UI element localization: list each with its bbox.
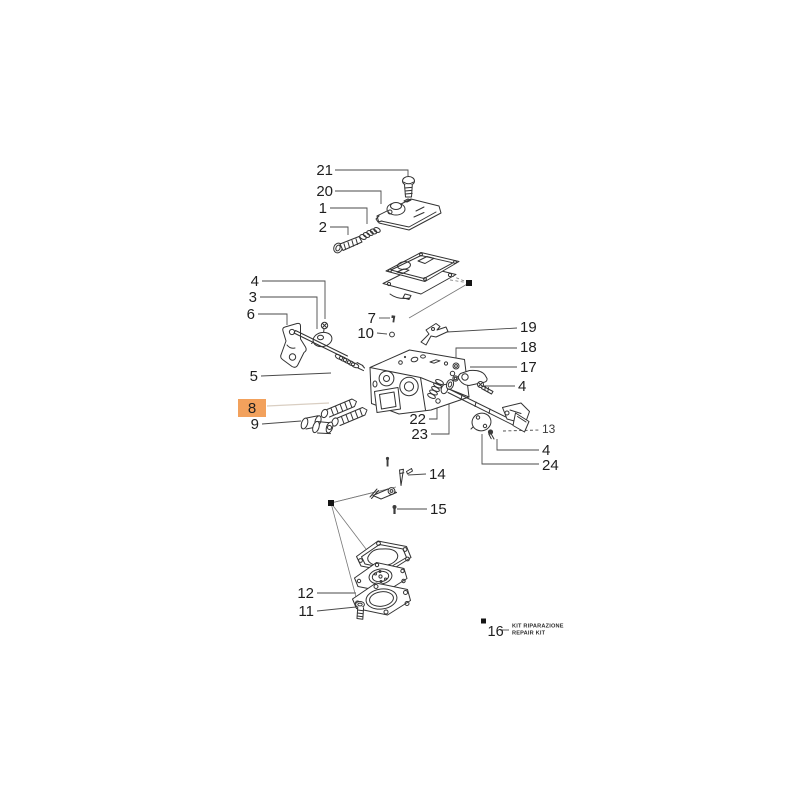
part-label-2: 2 xyxy=(319,219,327,236)
part-label-11: 11 xyxy=(298,603,314,620)
part-21-screw xyxy=(402,176,415,198)
part-label-19: 19 xyxy=(520,319,537,336)
part-12-diaphragm xyxy=(354,562,408,593)
legend-number-16: 16 xyxy=(488,624,504,640)
part-1-spring xyxy=(359,227,381,240)
part-5-rod-spring xyxy=(293,330,365,372)
part-14-needle-set xyxy=(385,456,413,486)
leader-line-3 xyxy=(260,296,318,329)
part-metering-lever xyxy=(369,487,397,500)
leader-line-21 xyxy=(335,169,409,176)
part-label-15: 15 xyxy=(430,501,447,518)
leader-line-20 xyxy=(335,190,382,204)
leader-line-23 xyxy=(431,401,450,435)
part-label-4a: 4 xyxy=(251,273,259,290)
kit-connector xyxy=(330,502,357,598)
leader-line-19 xyxy=(446,327,518,333)
part-label-14: 14 xyxy=(429,466,446,483)
part-8-screws xyxy=(320,398,368,428)
part-19-fitting xyxy=(420,323,449,346)
part-label-24: 24 xyxy=(542,457,559,474)
kit-marker-icon xyxy=(481,618,486,624)
part-2-screw-plug xyxy=(333,236,363,254)
leader-lines xyxy=(258,169,540,631)
part-11-screw xyxy=(355,601,365,620)
leader-line-6 xyxy=(258,313,288,325)
part-6-bracket-lever xyxy=(280,322,307,368)
part-4-screw-left xyxy=(320,321,329,335)
part-label-4c: 4 xyxy=(542,442,550,459)
part-label-6: 6 xyxy=(247,306,255,323)
part-label-5: 5 xyxy=(250,368,258,385)
kit-connector xyxy=(330,486,397,504)
part-label-4b: 4 xyxy=(518,378,526,395)
part-8-highlight-box[interactable] xyxy=(238,399,266,417)
part-label-1: 1 xyxy=(319,200,327,217)
leader-line-4c xyxy=(496,439,539,451)
part-4-screw-mid xyxy=(477,381,494,395)
kit-connector xyxy=(431,276,470,284)
part-label-8[interactable]: 8 xyxy=(248,400,256,417)
leader-line-9 xyxy=(261,420,302,425)
part-13-throttle-shaft xyxy=(447,388,530,433)
part-label-7: 7 xyxy=(368,310,376,327)
part-gasket-plates-top xyxy=(382,252,460,300)
part-label-3: 3 xyxy=(249,289,257,306)
leader-line-14 xyxy=(407,473,427,476)
part-label-21: 21 xyxy=(316,162,333,179)
part-label-12: 12 xyxy=(297,585,314,602)
leader-line-10 xyxy=(376,332,388,335)
leader-line-11 xyxy=(316,606,357,612)
leader-line-2 xyxy=(330,226,349,235)
part-label-18: 18 xyxy=(520,339,537,356)
highlighted-part-label-8[interactable]: 8 xyxy=(238,399,266,417)
kit-marker-icon xyxy=(466,280,472,286)
leader-line-4a xyxy=(262,280,326,319)
part-10-ring xyxy=(389,331,395,338)
repair-kit-legend: 16 KIT RIPARAZIONE REPAIR KIT xyxy=(481,618,564,640)
part-4-screw-right xyxy=(487,429,495,440)
leader-line-8 xyxy=(266,402,330,407)
leader-line-1 xyxy=(330,207,368,224)
part-3-disc xyxy=(311,331,333,348)
kit-connector xyxy=(330,502,367,550)
kit-marker-icon xyxy=(328,500,334,506)
part-24-disc xyxy=(470,412,492,432)
part-7-screw-small xyxy=(391,315,396,323)
kit-connector xyxy=(408,282,470,319)
leader-line-5 xyxy=(260,372,332,377)
leader-line-18 xyxy=(455,347,517,360)
part-diaphragm-cover xyxy=(352,582,411,616)
part-label-10: 10 xyxy=(357,325,374,342)
part-label-20: 20 xyxy=(316,183,333,200)
part-label-9: 9 xyxy=(251,416,259,433)
legend-kit-line2: REPAIR KIT xyxy=(512,631,546,637)
part-labels: 21 20 1 2 4 3 6 5 7 10 9 22 23 19 18 17 … xyxy=(247,162,559,620)
part-carburetor-body xyxy=(369,349,470,415)
part-9-plug xyxy=(300,415,334,435)
part-20-pump-cover xyxy=(375,198,442,231)
legend-kit-line1: KIT RIPARAZIONE xyxy=(512,624,564,630)
part-label-17: 17 xyxy=(520,359,537,376)
part-label-23: 23 xyxy=(411,426,428,443)
part-15-screw-small xyxy=(392,505,397,514)
leader-line-24 xyxy=(481,434,539,465)
part-18-ring xyxy=(449,362,460,377)
part-label-13: 13 xyxy=(542,422,556,436)
part-label-22: 22 xyxy=(409,411,426,428)
part-diaphragm-gasket xyxy=(356,540,412,572)
